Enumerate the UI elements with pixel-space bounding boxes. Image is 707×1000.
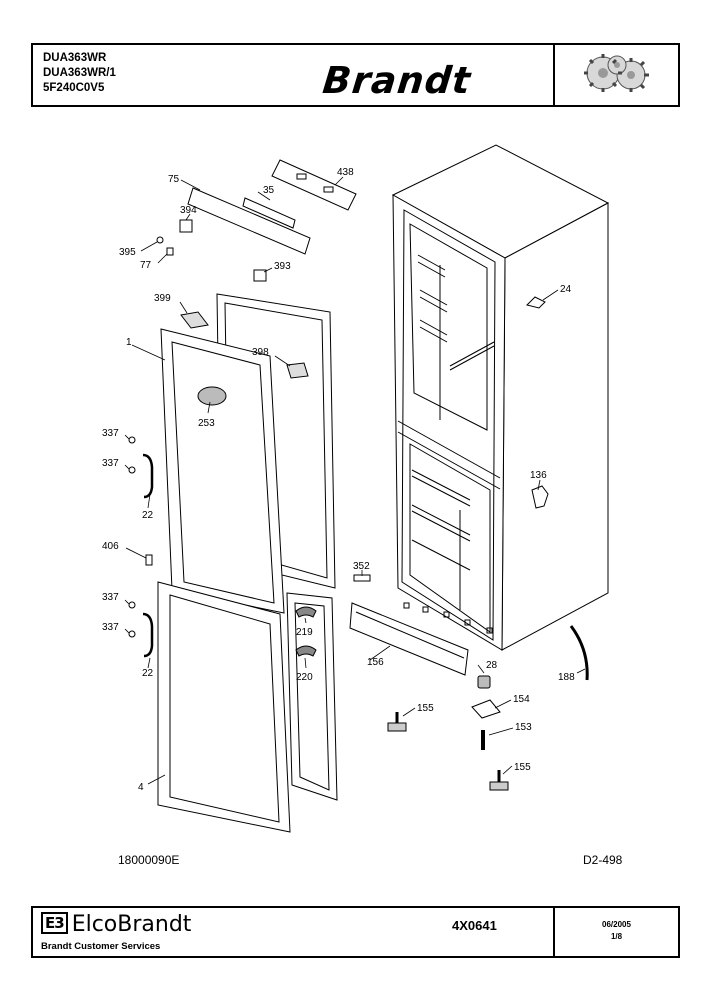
page-number: 1/8 [610,932,623,941]
part-label: 153 [515,722,532,733]
part-label: 337 [102,428,119,439]
part-label: 77 [140,260,152,271]
part-label: 155 [417,703,434,714]
part-label: 136 [530,470,547,481]
model-list: DUA363WR DUA363WR/1 5F240C0V5 [43,51,116,96]
leader-lines [124,176,586,785]
part-label: 155 [514,762,531,773]
lower-door [157,581,338,833]
part-label: 156 [367,657,384,668]
model-name: 5F240C0V5 [43,82,105,94]
drawing-number-left: 18000090E [118,853,180,867]
part-label: 22 [142,668,154,679]
gears-icon [584,54,649,92]
part-label: 406 [102,541,119,552]
model-name: DUA363WR/1 [43,67,116,79]
part-label: 75 [168,174,180,185]
part-label: 253 [198,418,215,429]
part-label: 219 [296,627,313,638]
part-numbers: 75 35 438 394 395 77 393 24 399 1 398 25… [102,167,575,793]
model-name: DUA363WR [43,52,107,64]
part-label: 399 [154,293,171,304]
part-label: 398 [252,347,269,358]
logo-box [553,45,678,105]
part-label: 188 [558,672,575,683]
part-label: 337 [102,458,119,469]
part-label: 28 [486,660,498,671]
handles [128,436,371,658]
part-label: 22 [142,510,154,521]
part-label: 337 [102,622,119,633]
part-label: 395 [119,247,136,258]
part-label: 220 [296,672,313,683]
header-frame: DUA363WR DUA363WR/1 5F240C0V5 Brandt [31,43,680,107]
drawing-number-right: D2-498 [583,853,623,867]
company-name: ElcoBrandt [71,912,192,937]
cabinet [391,144,610,651]
document-date: 06/2005 [602,920,631,929]
part-label: 24 [560,284,572,295]
part-label: 394 [180,205,197,216]
upper-door [160,293,336,614]
document-number: 4X0641 [452,918,497,933]
part-label: 4 [138,782,144,793]
date-box: 06/2005 1/8 [553,908,678,956]
part-label: 393 [274,261,291,272]
company-mark: E3 [41,912,68,934]
part-label: 438 [337,167,354,178]
part-label: 35 [263,185,275,196]
part-label: 337 [102,592,119,603]
customer-services: Brandt Customer Services [41,941,161,952]
base-parts [349,602,589,791]
control-panel [156,159,357,282]
part-label: 154 [513,694,530,705]
part-label: 1 [126,337,132,348]
part-label: 352 [353,561,370,572]
